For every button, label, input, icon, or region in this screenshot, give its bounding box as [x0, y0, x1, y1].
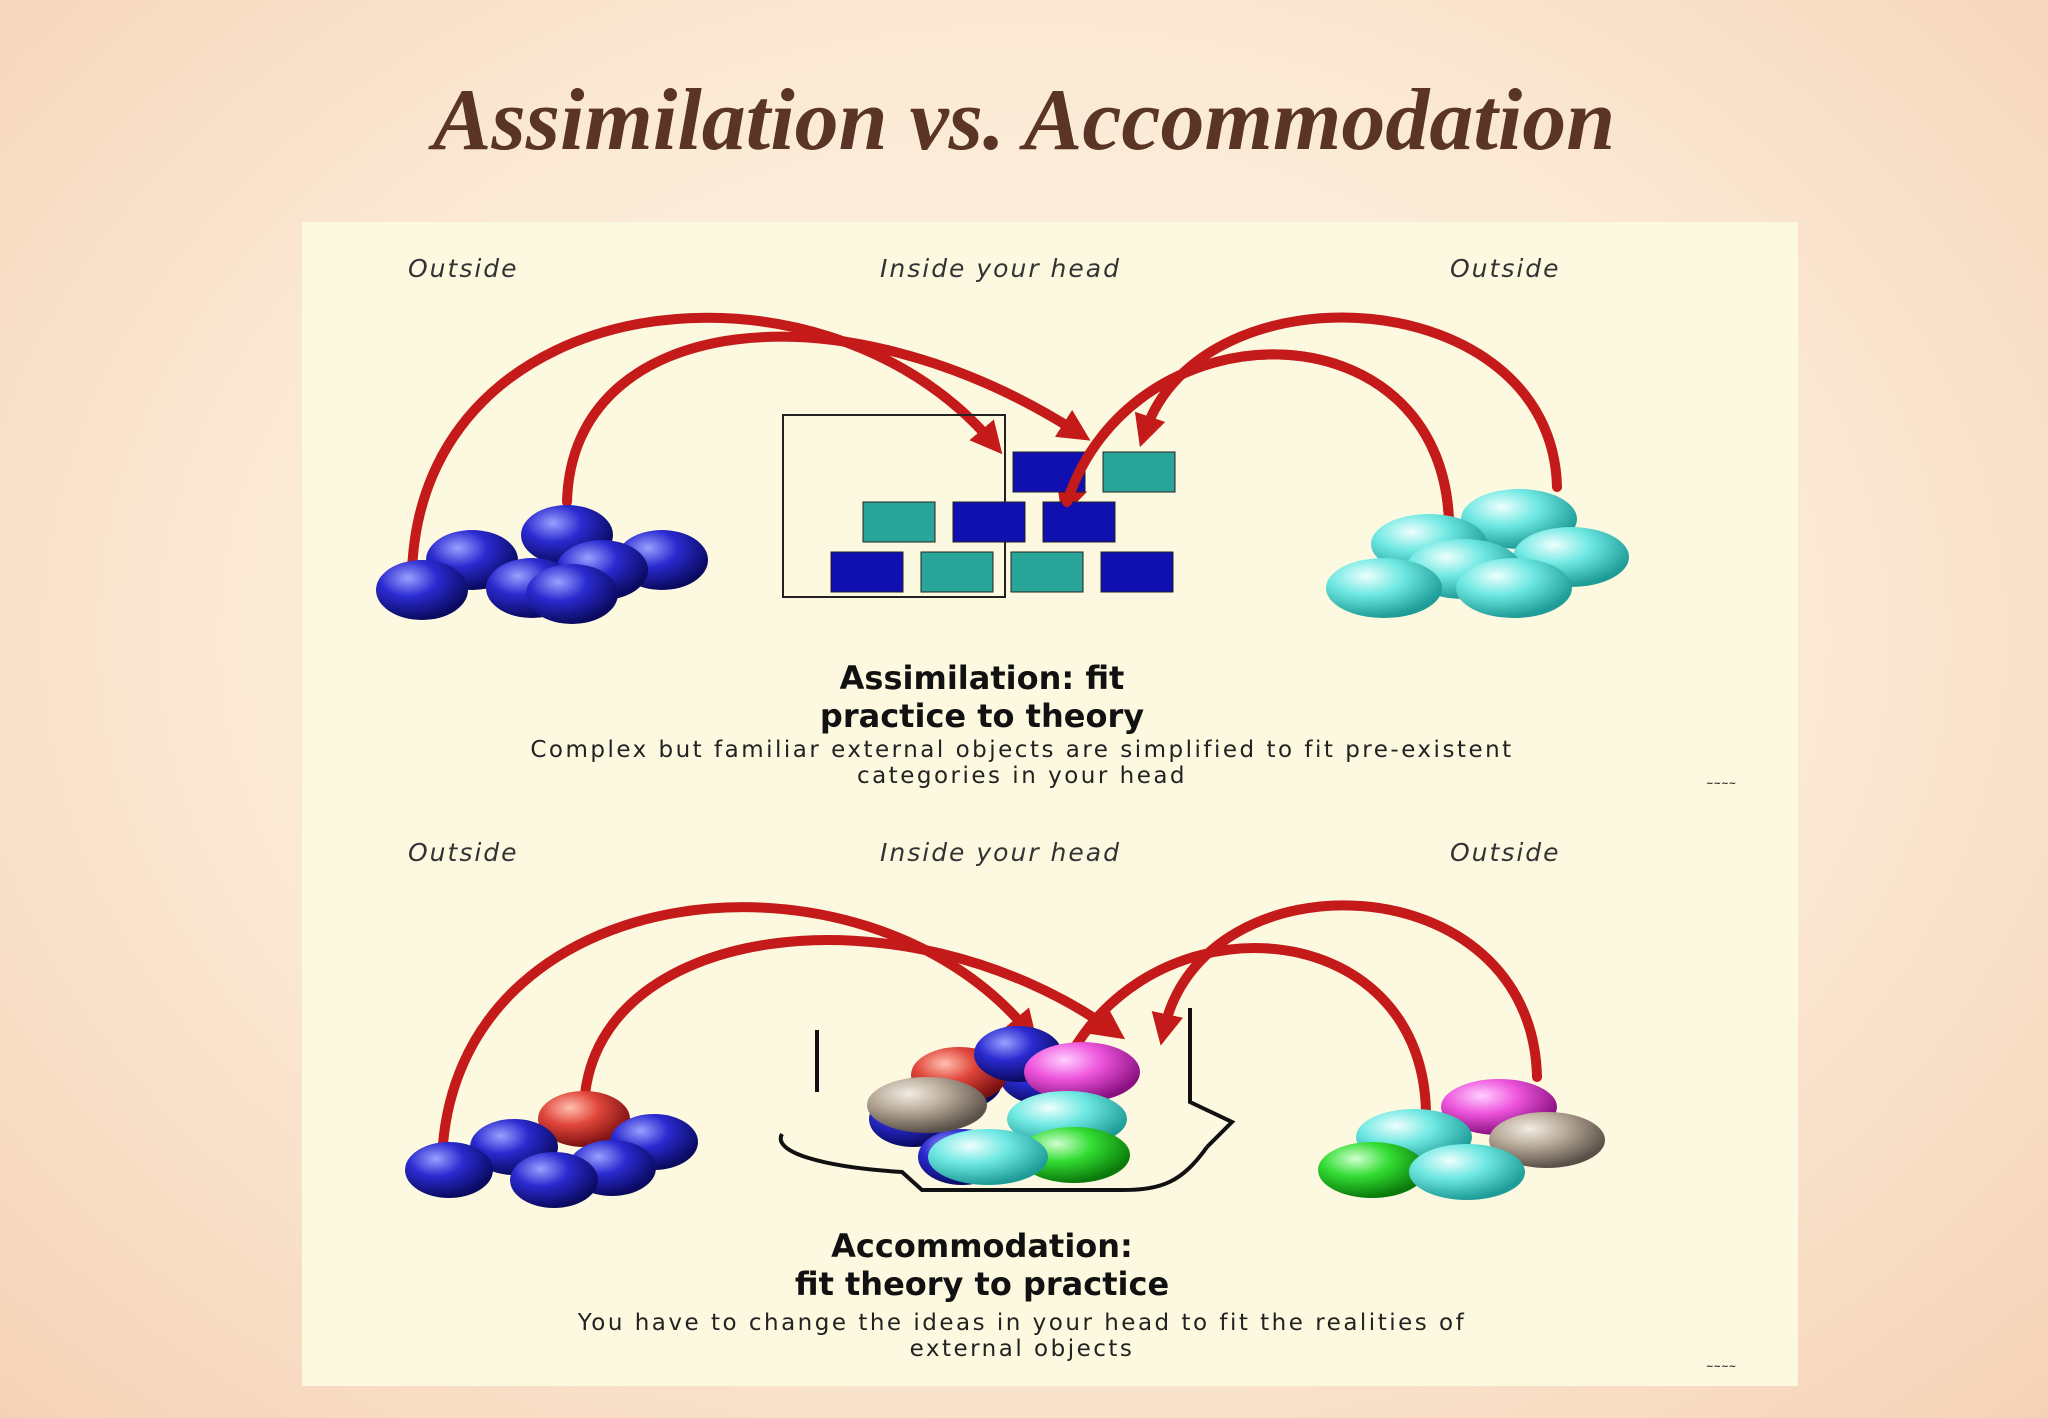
- accommodation-heading: Accommodation: fit theory to practice: [732, 1227, 1232, 1303]
- arrow-left-outer: [407, 312, 1003, 577]
- head-mixed-spheres: [867, 1026, 1140, 1185]
- signature-mark-bottom: ~~~~: [1706, 1362, 1737, 1372]
- arrow-right-outer: [1134, 312, 1562, 492]
- signature-mark-top: ~~~~: [1706, 779, 1737, 789]
- arrow-left-inner: [579, 935, 1126, 1115]
- head-blocks: [830, 451, 1176, 593]
- assimilation-label-outside-right: Outside: [1450, 254, 1561, 283]
- assimilation-description: Complex but familiar external objects ar…: [372, 737, 1672, 789]
- accommodation-description-line1: You have to change the ideas in your hea…: [577, 1310, 1467, 1336]
- accommodation-description-line2: external objects: [909, 1336, 1135, 1362]
- arrow-left-outer: [437, 902, 1038, 1165]
- accommodation-label-inside-head: Inside your head: [880, 838, 1121, 867]
- assimilation-description-line2: categories in your head: [856, 763, 1188, 789]
- arrow-right-inner: [1056, 349, 1454, 527]
- accommodation-label-outside-left: Outside: [408, 838, 519, 867]
- head-container: [778, 1008, 1236, 1192]
- diagram-panel: Outside Inside your head Outside Assimil…: [302, 222, 1798, 1386]
- assimilation-label-inside-head: Inside your head: [880, 254, 1121, 283]
- outside-blue-spheres-top: [376, 505, 708, 624]
- diagram-graphics: [376, 312, 1629, 1208]
- outside-mixed-spheres: [1318, 1079, 1605, 1200]
- accommodation-arrows: [437, 900, 1542, 1165]
- arrow-right-outer: [1151, 900, 1542, 1082]
- accommodation-description: You have to change the ideas in your hea…: [372, 1310, 1672, 1362]
- assimilation-label-outside-left: Outside: [408, 254, 519, 283]
- assimilation-heading: Assimilation: fit practice to theory: [782, 659, 1182, 735]
- slide-title: Assimilation vs. Accommodation: [432, 72, 1616, 169]
- outside-blue-red-spheres: [405, 1091, 698, 1208]
- arrow-right-inner: [1049, 943, 1431, 1117]
- accommodation-label-outside-right: Outside: [1450, 838, 1561, 867]
- assimilation-description-line1: Complex but familiar external objects ar…: [530, 737, 1514, 763]
- outside-cyan-spheres-top: [1326, 489, 1629, 618]
- assimilation-heading-line2: practice to theory: [819, 697, 1145, 735]
- assimilation-heading-line1: Assimilation: fit: [839, 659, 1125, 697]
- arrow-left-inner: [562, 331, 1091, 507]
- accommodation-heading-line2: fit theory to practice: [794, 1265, 1170, 1303]
- accommodation-heading-line1: Accommodation:: [831, 1227, 1133, 1265]
